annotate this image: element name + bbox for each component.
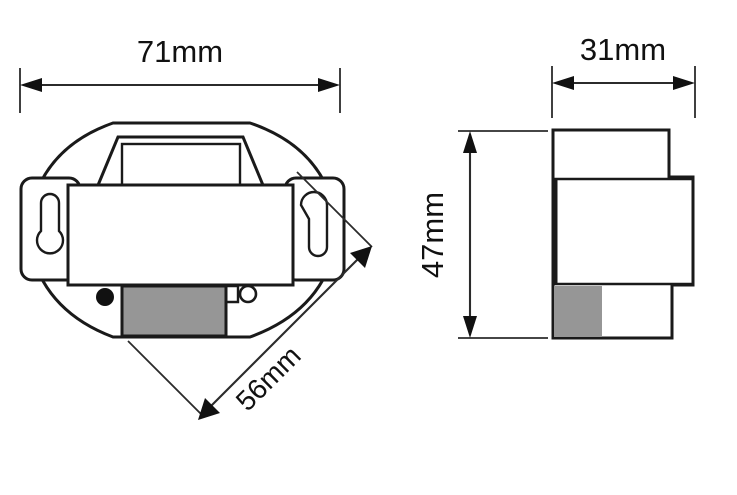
terminal-block-notch [226,284,240,304]
arrow-31-left [552,76,574,90]
leader-56-upper [296,171,373,248]
side-view-group: 31mm 47mm [415,32,696,340]
screw-hole-filled-icon [96,288,114,306]
dim-label-71: 71mm [137,34,223,69]
arrow-71-left [20,78,42,92]
front-face-plate [66,183,295,287]
side-terminal-block-shaded [554,286,602,337]
keyhole-slot-right [299,190,329,258]
terminal-block-shaded [120,284,228,338]
arrow-71-right [318,78,340,92]
dim-line-56 [203,250,367,414]
keyhole-slot-left [35,192,65,255]
arrow-31-right [673,76,695,90]
dim-label-31: 31mm [580,32,666,67]
arrow-56-upper [350,246,372,268]
arrow-47-top [463,131,477,153]
screw-hole-open-icon [238,284,258,304]
arrow-56-lower [198,398,220,420]
arrow-47-bottom [463,316,477,338]
front-view-group: 56mm 71mm [19,34,373,420]
dim-label-47: 47mm [415,192,450,278]
leader-56-lower [127,340,204,417]
